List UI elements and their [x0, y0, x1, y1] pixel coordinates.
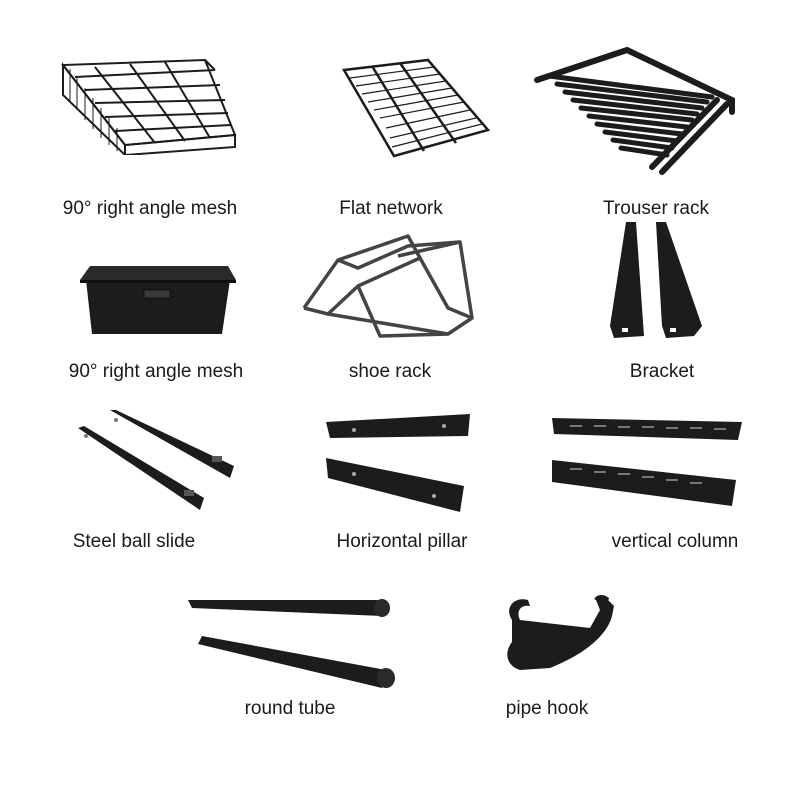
item-label: Flat network: [339, 198, 443, 219]
shoe-rack-icon: [298, 228, 482, 346]
wire-basket-mesh-icon: [55, 55, 245, 155]
round-tube-icon: [186, 596, 398, 692]
item-label: 90° right angle mesh: [62, 198, 238, 219]
item-label: Trouser rack: [603, 198, 709, 219]
item-label: vertical column: [611, 531, 739, 552]
item-label: Steel ball slide: [72, 531, 196, 552]
mesh-drawer-basket-icon: [78, 264, 238, 336]
item-label: Horizontal pillar: [336, 531, 468, 552]
trouser-rack-icon: [527, 42, 742, 182]
bracket-icon: [606, 218, 716, 340]
pipe-hook-icon: [500, 592, 620, 674]
item-label: round tube: [244, 698, 336, 719]
item-label: Bracket: [629, 361, 695, 382]
item-label: shoe rack: [348, 361, 432, 382]
item-label: 90° right angle mesh: [68, 361, 244, 382]
ball-slide-icon: [74, 406, 236, 514]
flat-wire-shelf-icon: [340, 58, 492, 158]
item-label: pipe hook: [505, 698, 589, 719]
horizontal-rail-icon: [324, 412, 474, 518]
vertical-column-icon: [550, 416, 744, 506]
